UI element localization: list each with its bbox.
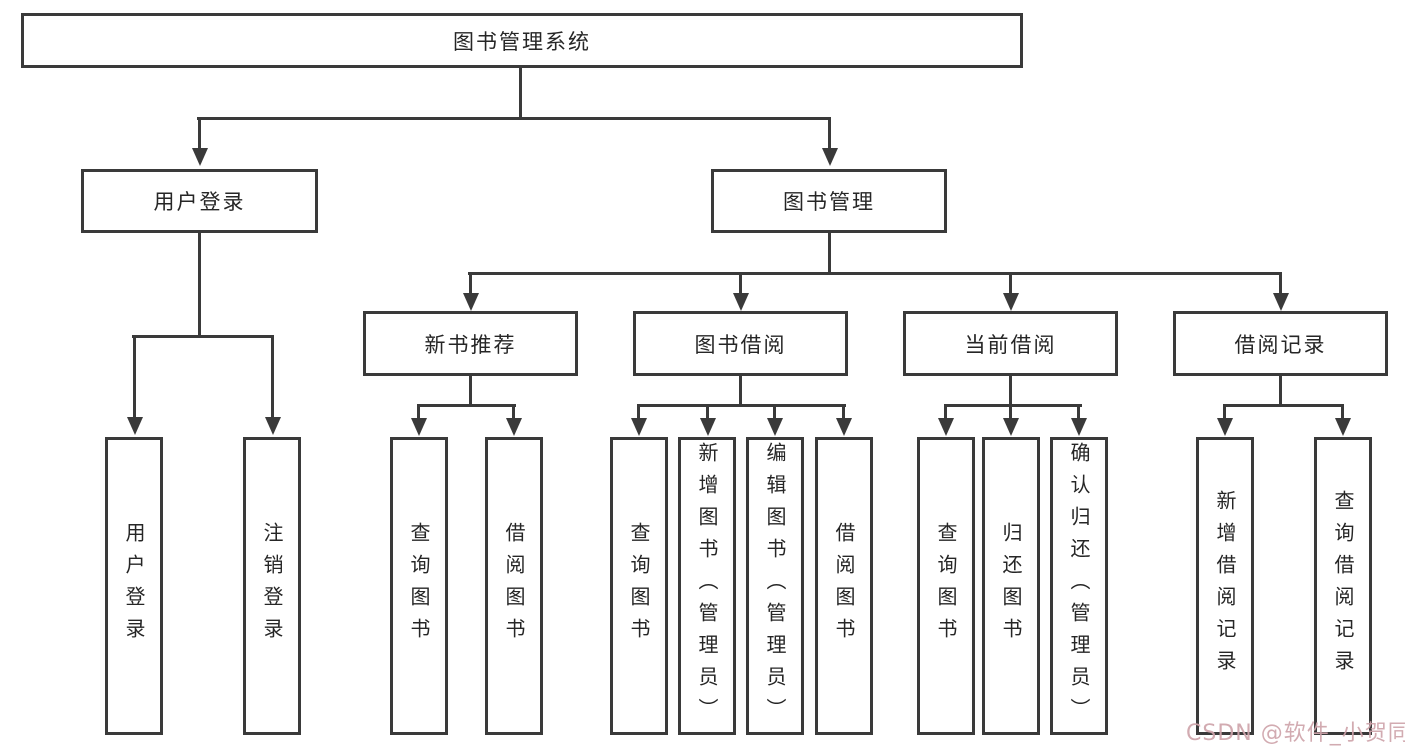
connector-vline (198, 231, 201, 336)
leaf-logout-label: 注销登录 (260, 522, 284, 650)
node-current-borrowing-label: 当前借阅 (964, 332, 1057, 357)
leaf-query-books-recommend: 查询图书 (390, 437, 448, 735)
leaf-query-borrow-record-label: 查询借阅记录 (1331, 490, 1355, 682)
leaf-confirm-return-admin-label: 确认归还（管理员） (1067, 442, 1091, 730)
leaf-add-borrow-record-label: 新增借阅记录 (1213, 490, 1237, 682)
leaf-query-books-current: 查询图书 (917, 437, 975, 735)
arrow-down-icon (264, 335, 281, 435)
arrow-down-icon (1272, 272, 1289, 311)
connector-vline (469, 374, 472, 406)
node-library-system-label: 图书管理系统 (453, 29, 591, 54)
connector-hline (637, 404, 846, 407)
arrow-down-icon (1070, 404, 1087, 436)
node-current-borrowing: 当前借阅 (903, 311, 1118, 376)
arrow-down-icon (1334, 404, 1351, 436)
arrow-down-icon (699, 404, 716, 436)
connector-hline (1223, 404, 1344, 407)
arrow-down-icon (821, 117, 838, 166)
leaf-query-borrow-record: 查询借阅记录 (1314, 437, 1372, 735)
arrow-down-icon (835, 404, 852, 436)
node-book-borrowing: 图书借阅 (633, 311, 848, 376)
leaf-return-books-label: 归还图书 (999, 522, 1023, 650)
connector-hline (468, 272, 1282, 275)
connector-hline (417, 404, 516, 407)
node-borrowing-records-label: 借阅记录 (1234, 332, 1327, 357)
leaf-add-books-admin-label: 新增图书（管理员） (695, 442, 719, 730)
arrow-down-icon (191, 117, 208, 166)
leaf-user-login-label: 用户登录 (122, 522, 146, 650)
arrow-down-icon (630, 404, 647, 436)
arrow-down-icon (462, 272, 479, 311)
connector-hline (197, 117, 831, 120)
node-user-login: 用户登录 (81, 169, 318, 233)
leaf-query-books-recommend-label: 查询图书 (407, 522, 431, 650)
leaf-borrow-books-recommend-label: 借阅图书 (502, 522, 526, 650)
leaf-query-books-borrowing-label: 查询图书 (627, 522, 651, 650)
arrow-down-icon (410, 404, 427, 436)
arrow-down-icon (1002, 404, 1019, 436)
arrow-down-icon (766, 404, 783, 436)
leaf-add-borrow-record: 新增借阅记录 (1196, 437, 1254, 735)
leaf-confirm-return-admin: 确认归还（管理员） (1050, 437, 1108, 735)
arrow-down-icon (505, 404, 522, 436)
arrow-down-icon (1002, 272, 1019, 311)
arrow-down-icon (1216, 404, 1233, 436)
connector-vline (1279, 374, 1282, 406)
node-new-book-recommendation: 新书推荐 (363, 311, 578, 376)
node-book-borrowing-label: 图书借阅 (694, 332, 787, 357)
csdn-watermark: CSDN @软件_小贺同学 (1186, 721, 1405, 746)
arrow-down-icon (937, 404, 954, 436)
leaf-query-books-current-label: 查询图书 (934, 522, 958, 650)
connector-hline (944, 404, 1082, 407)
arrow-down-icon (732, 272, 749, 311)
leaf-edit-books-admin: 编辑图书（管理员） (746, 437, 804, 735)
connector-vline (1009, 374, 1012, 406)
node-user-login-label: 用户登录 (153, 190, 246, 214)
leaf-user-login: 用户登录 (105, 437, 163, 735)
connector-vline (828, 231, 831, 273)
leaf-logout: 注销登录 (243, 437, 301, 735)
node-new-book-recommendation-label: 新书推荐 (424, 332, 517, 357)
leaf-return-books: 归还图书 (982, 437, 1040, 735)
leaf-borrow-books-recommend: 借阅图书 (485, 437, 543, 735)
leaf-query-books-borrowing: 查询图书 (610, 437, 668, 735)
leaf-borrow-books-label: 借阅图书 (832, 522, 856, 650)
arrow-down-icon (126, 335, 143, 435)
node-book-management: 图书管理 (711, 169, 947, 233)
connector-hline (132, 335, 274, 338)
leaf-add-books-admin: 新增图书（管理员） (678, 437, 736, 735)
connector-vline (519, 68, 522, 118)
leaf-edit-books-admin-label: 编辑图书（管理员） (763, 442, 787, 730)
connector-vline (739, 374, 742, 406)
node-borrowing-records: 借阅记录 (1173, 311, 1388, 376)
leaf-borrow-books: 借阅图书 (815, 437, 873, 735)
node-library-system: 图书管理系统 (21, 13, 1023, 68)
node-book-management-label: 图书管理 (783, 190, 875, 214)
